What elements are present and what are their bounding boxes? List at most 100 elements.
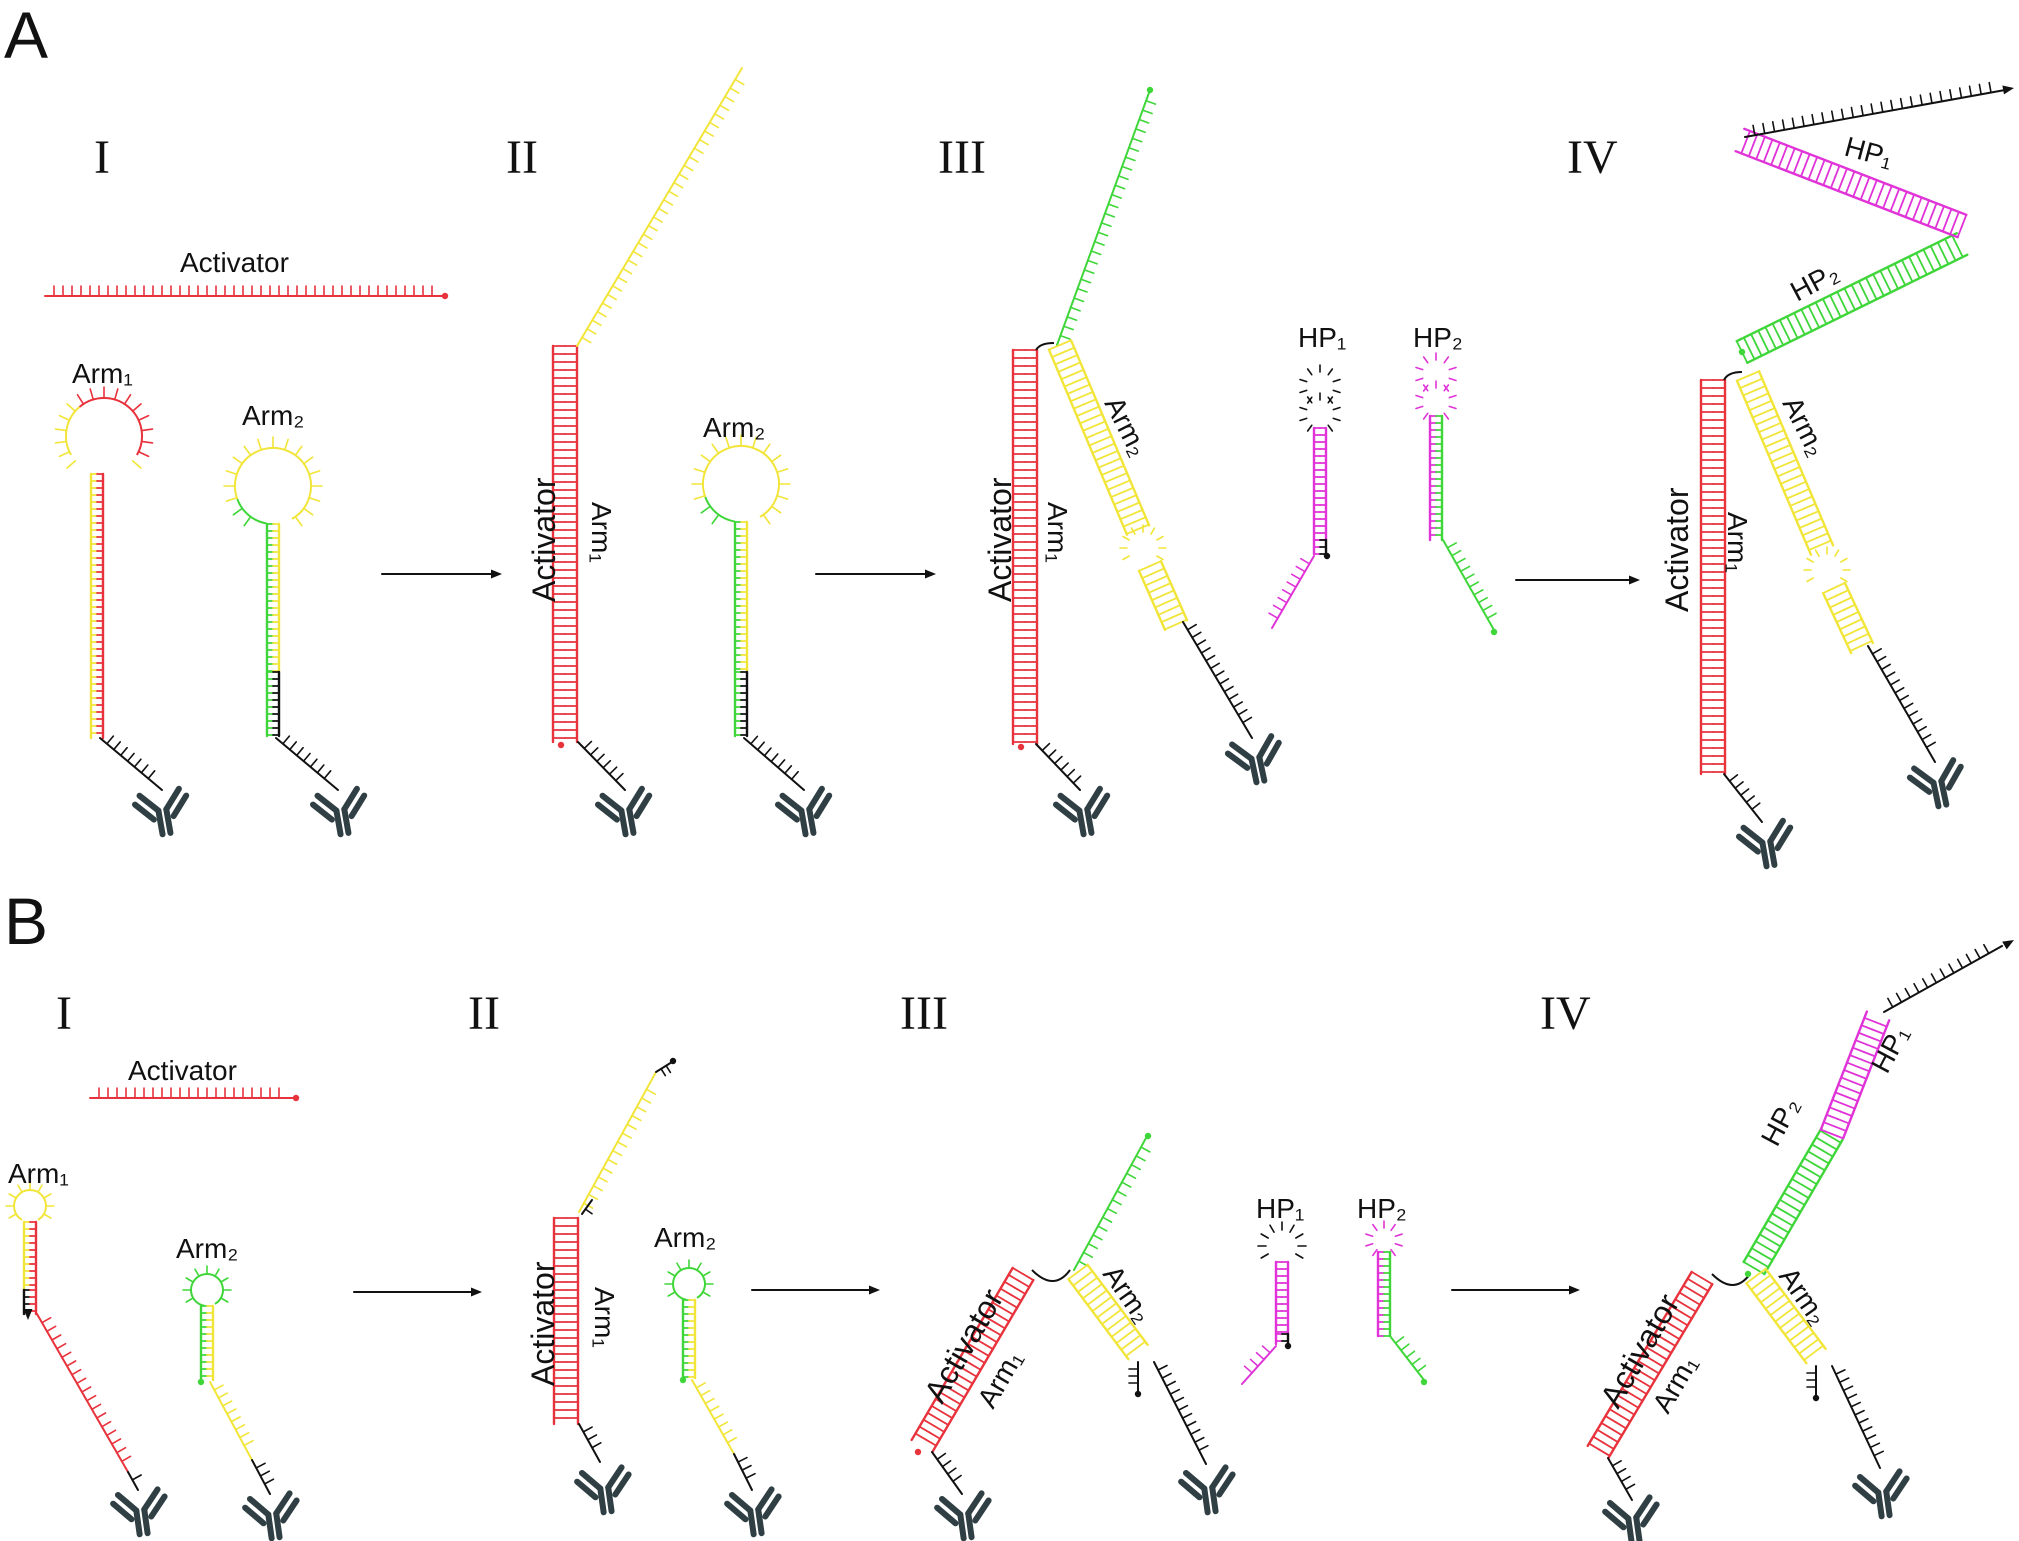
base-pair	[1829, 175, 1837, 189]
loop-tick	[1332, 378, 1341, 383]
base-tick	[1745, 795, 1755, 804]
base-pair	[1848, 298, 1856, 311]
label-a4-arm2: Arm₂	[1777, 392, 1833, 461]
base-tick	[695, 1382, 706, 1389]
base-tick	[673, 181, 684, 189]
base-pair	[1915, 252, 1923, 265]
base-pair	[1889, 199, 1896, 213]
base-pair	[1852, 184, 1859, 198]
base-tick	[288, 741, 298, 751]
duplex-backbone	[1734, 149, 1959, 239]
strand-end	[292, 1094, 300, 1102]
base-tick	[586, 1434, 598, 1441]
base-pair	[1631, 1393, 1644, 1402]
base-tick	[1111, 1198, 1122, 1206]
antibody-chain	[133, 1507, 143, 1538]
base-tick	[678, 173, 689, 180]
base-pair	[1865, 1043, 1879, 1050]
antibody-chain	[1224, 750, 1251, 771]
base-pair	[1941, 219, 1948, 233]
base-pair	[1077, 383, 1091, 391]
base-tick	[1894, 686, 1905, 694]
base-pair	[1938, 205, 1945, 219]
base-pair	[1174, 618, 1188, 626]
loop-tick	[1840, 557, 1848, 563]
base-pair	[1843, 287, 1851, 301]
base-pair	[993, 1321, 1006, 1330]
loop-tick	[89, 388, 95, 401]
base-tick	[1121, 1181, 1132, 1188]
loop-tick	[308, 496, 321, 502]
loop-tick	[1122, 535, 1130, 541]
antibody-chain	[341, 806, 352, 836]
base-pair	[1647, 1366, 1660, 1375]
base-tick	[790, 770, 799, 781]
base-pair	[1803, 1157, 1816, 1166]
base-tick	[213, 1384, 224, 1391]
antibody-chain	[310, 801, 335, 823]
base-tick	[1898, 694, 1909, 702]
antibody-chain	[246, 1495, 272, 1518]
base-pair	[1101, 1315, 1113, 1325]
base-pair	[969, 1362, 982, 1371]
base-tick	[1069, 306, 1081, 312]
base-tick	[1781, 119, 1786, 131]
base-pair	[1837, 178, 1844, 192]
base-pair	[1778, 319, 1786, 332]
base-pair	[1606, 1435, 1619, 1443]
base-pair	[1005, 1300, 1019, 1309]
base-pair	[1777, 333, 1785, 347]
base-pair	[963, 1349, 976, 1358]
loop-arc	[78, 397, 143, 456]
base-pair	[1956, 245, 1964, 258]
loop-tick	[1260, 1253, 1269, 1259]
base-pair	[1747, 144, 1755, 158]
base-tick	[1948, 963, 1955, 974]
label-a3-arm1: Arm₁	[1042, 502, 1073, 563]
single-strand	[1035, 743, 1081, 791]
base-pair	[1134, 1340, 1147, 1350]
label-a3-hp1: HP₁	[1298, 322, 1346, 353]
label-b3-arm2: Arm₂	[1097, 1260, 1158, 1329]
base-pair	[967, 1342, 980, 1351]
base-pair	[1835, 616, 1849, 623]
base-tick	[106, 1429, 117, 1437]
label-b2-activator: Activator	[525, 1261, 561, 1386]
loop-tick	[54, 428, 68, 432]
base-tick	[642, 233, 653, 241]
base-pair	[941, 1411, 954, 1419]
base-pair	[1747, 370, 1760, 377]
base-pair	[1077, 1263, 1089, 1273]
base-pair	[1637, 1360, 1650, 1369]
base-pair	[1860, 1058, 1874, 1065]
loop-tick	[776, 468, 789, 474]
base-tick	[708, 1405, 720, 1413]
base-tick	[601, 302, 612, 309]
base-tick	[1196, 639, 1207, 647]
base-tick	[1762, 122, 1766, 135]
base-pair	[1592, 1435, 1605, 1444]
base-pair	[1841, 301, 1849, 315]
base-tick	[611, 1149, 623, 1157]
base-pair	[1779, 1299, 1791, 1309]
base-pair	[1786, 492, 1799, 500]
base-pair	[1751, 411, 1765, 419]
base-tick	[591, 319, 602, 327]
base-pair	[1822, 173, 1829, 187]
base-pair	[1748, 347, 1756, 361]
single-strand	[581, 1199, 593, 1215]
base-tick	[1869, 1442, 1881, 1449]
base-tick	[1468, 581, 1480, 588]
base-tick	[1405, 1350, 1416, 1359]
base-tick	[632, 250, 643, 258]
base-pair	[1107, 484, 1120, 491]
base-pair	[1083, 398, 1097, 405]
base-tick	[627, 259, 638, 266]
label-b1-activator: Activator	[128, 1055, 237, 1086]
base-pair	[1793, 1197, 1806, 1206]
loop-tick	[113, 388, 119, 401]
base-pair	[1946, 208, 1953, 222]
base-tick	[1124, 156, 1136, 162]
base-pair	[1750, 333, 1758, 346]
base-tick	[1885, 671, 1896, 678]
